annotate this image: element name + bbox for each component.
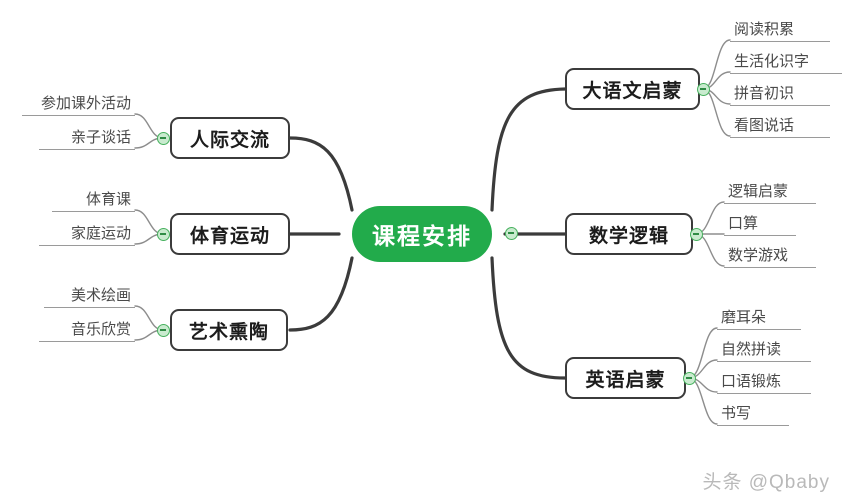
wire-leaf-shuxie (688, 377, 718, 425)
leaf-label-tiyuke: 体育课 (85, 191, 131, 208)
wire-central-to-renji (288, 136, 354, 212)
leaf-label-yinlexinshang: 音乐欣赏 (70, 321, 131, 338)
collapse-toggle-icon-tiyuyundong[interactable] (157, 228, 170, 241)
wire-leaf-moerduo (688, 327, 718, 379)
branch-label-tiyuyundong: 体育运动 (189, 225, 270, 247)
leaf-label-qinzitanhua: 亲子谈话 (70, 129, 131, 146)
leaf-node-yinlexinshang[interactable]: 音乐欣赏 (39, 320, 135, 342)
leaf-label-shuxueyouxi: 数学游戏 (728, 247, 789, 264)
leaf-node-canjiakewaihuodong[interactable]: 参加课外活动 (22, 94, 135, 116)
leaf-node-shenghuohuashizi[interactable]: 生活化识字 (730, 52, 842, 74)
watermark: 头条 @Qbaby (702, 467, 830, 494)
leaf-node-moerduo[interactable]: 磨耳朵 (717, 308, 801, 330)
branch-node-renjijiaoliu[interactable]: 人际交流 (170, 117, 290, 159)
wire-leaf-kantushuohua (702, 88, 731, 137)
leaf-label-canjiakewaihuodong: 参加课外活动 (40, 95, 131, 112)
leaf-label-kouyuduanlian: 口语锻炼 (721, 373, 782, 390)
leaf-node-jiatingyundong[interactable]: 家庭运动 (39, 224, 135, 246)
leaf-label-moerduo: 磨耳朵 (721, 309, 767, 326)
leaf-node-meishuhuihua[interactable]: 美术绘画 (44, 286, 135, 308)
collapse-toggle-icon-shuxueluoji[interactable] (690, 228, 703, 241)
leaf-label-shuxie: 书写 (721, 405, 752, 422)
collapse-toggle-icon-dayuwen[interactable] (697, 83, 710, 96)
branch-label-shuxueluoji: 数学逻辑 (588, 225, 669, 247)
watermark-text: 头条 @Qbaby (702, 472, 830, 493)
leaf-node-kouyuduanlian[interactable]: 口语锻炼 (717, 372, 811, 394)
leaf-label-shenghuohuashizi: 生活化识字 (734, 53, 810, 70)
collapse-toggle-icon-yingyuqimeng[interactable] (683, 372, 696, 385)
branch-node-tiyuyundong[interactable]: 体育运动 (170, 213, 290, 255)
central-node-label: 课程安排 (372, 223, 472, 249)
branch-label-dayuwen: 大语文启蒙 (582, 80, 683, 102)
leaf-label-kantushuohua: 看图说话 (734, 117, 795, 134)
leaf-node-qinzitanhua[interactable]: 亲子谈话 (39, 128, 135, 150)
leaf-node-shuxie[interactable]: 书写 (717, 404, 789, 426)
leaf-node-luojiqimeng[interactable]: 逻辑启蒙 (724, 182, 816, 204)
leaf-node-tiyuke[interactable]: 体育课 (52, 190, 135, 212)
branch-node-yingyuqimeng[interactable]: 英语启蒙 (565, 357, 686, 399)
wire-central-to-dayuwen (490, 87, 567, 212)
leaf-label-jiatingyundong: 家庭运动 (70, 225, 131, 242)
wire-central-to-yishu (288, 256, 354, 332)
branch-label-renjijiaoliu: 人际交流 (189, 129, 270, 151)
wire-leaf-yuedujilei (702, 39, 731, 90)
collapse-toggle-icon-renjijiaoliu[interactable] (157, 132, 170, 145)
collapse-toggle-icon-yishuxuntao[interactable] (157, 324, 170, 337)
branch-node-shuxueluoji[interactable]: 数学逻辑 (565, 213, 693, 255)
wire-central-to-yingyu (490, 256, 567, 380)
collapse-toggle-icon-central[interactable] (505, 227, 518, 240)
leaf-label-luojiqimeng: 逻辑启蒙 (728, 183, 789, 200)
leaf-label-yuedujilei: 阅读积累 (734, 21, 795, 38)
central-node[interactable]: 课程安排 (352, 206, 492, 262)
leaf-node-kousuan[interactable]: 口算 (724, 214, 796, 236)
leaf-label-kousuan: 口算 (728, 215, 759, 232)
leaf-node-kantushuohua[interactable]: 看图说话 (730, 116, 830, 138)
leaf-node-zirandupin[interactable]: 自然拼读 (717, 340, 811, 362)
branch-label-yishuxuntao: 艺术熏陶 (188, 321, 269, 343)
leaf-node-shuxueyouxi[interactable]: 数学游戏 (724, 246, 816, 268)
leaf-node-pinyinchushi[interactable]: 拼音初识 (730, 84, 830, 106)
leaf-node-yuedujilei[interactable]: 阅读积累 (730, 20, 830, 42)
branch-node-yishuxuntao[interactable]: 艺术熏陶 (170, 309, 288, 351)
leaf-label-meishuhuihua: 美术绘画 (70, 287, 131, 304)
leaf-label-zirandupin: 自然拼读 (721, 341, 782, 358)
branch-label-yingyuqimeng: 英语启蒙 (585, 369, 666, 391)
branch-node-dayuwen[interactable]: 大语文启蒙 (565, 68, 700, 110)
leaf-label-pinyinchushi: 拼音初识 (734, 85, 795, 102)
